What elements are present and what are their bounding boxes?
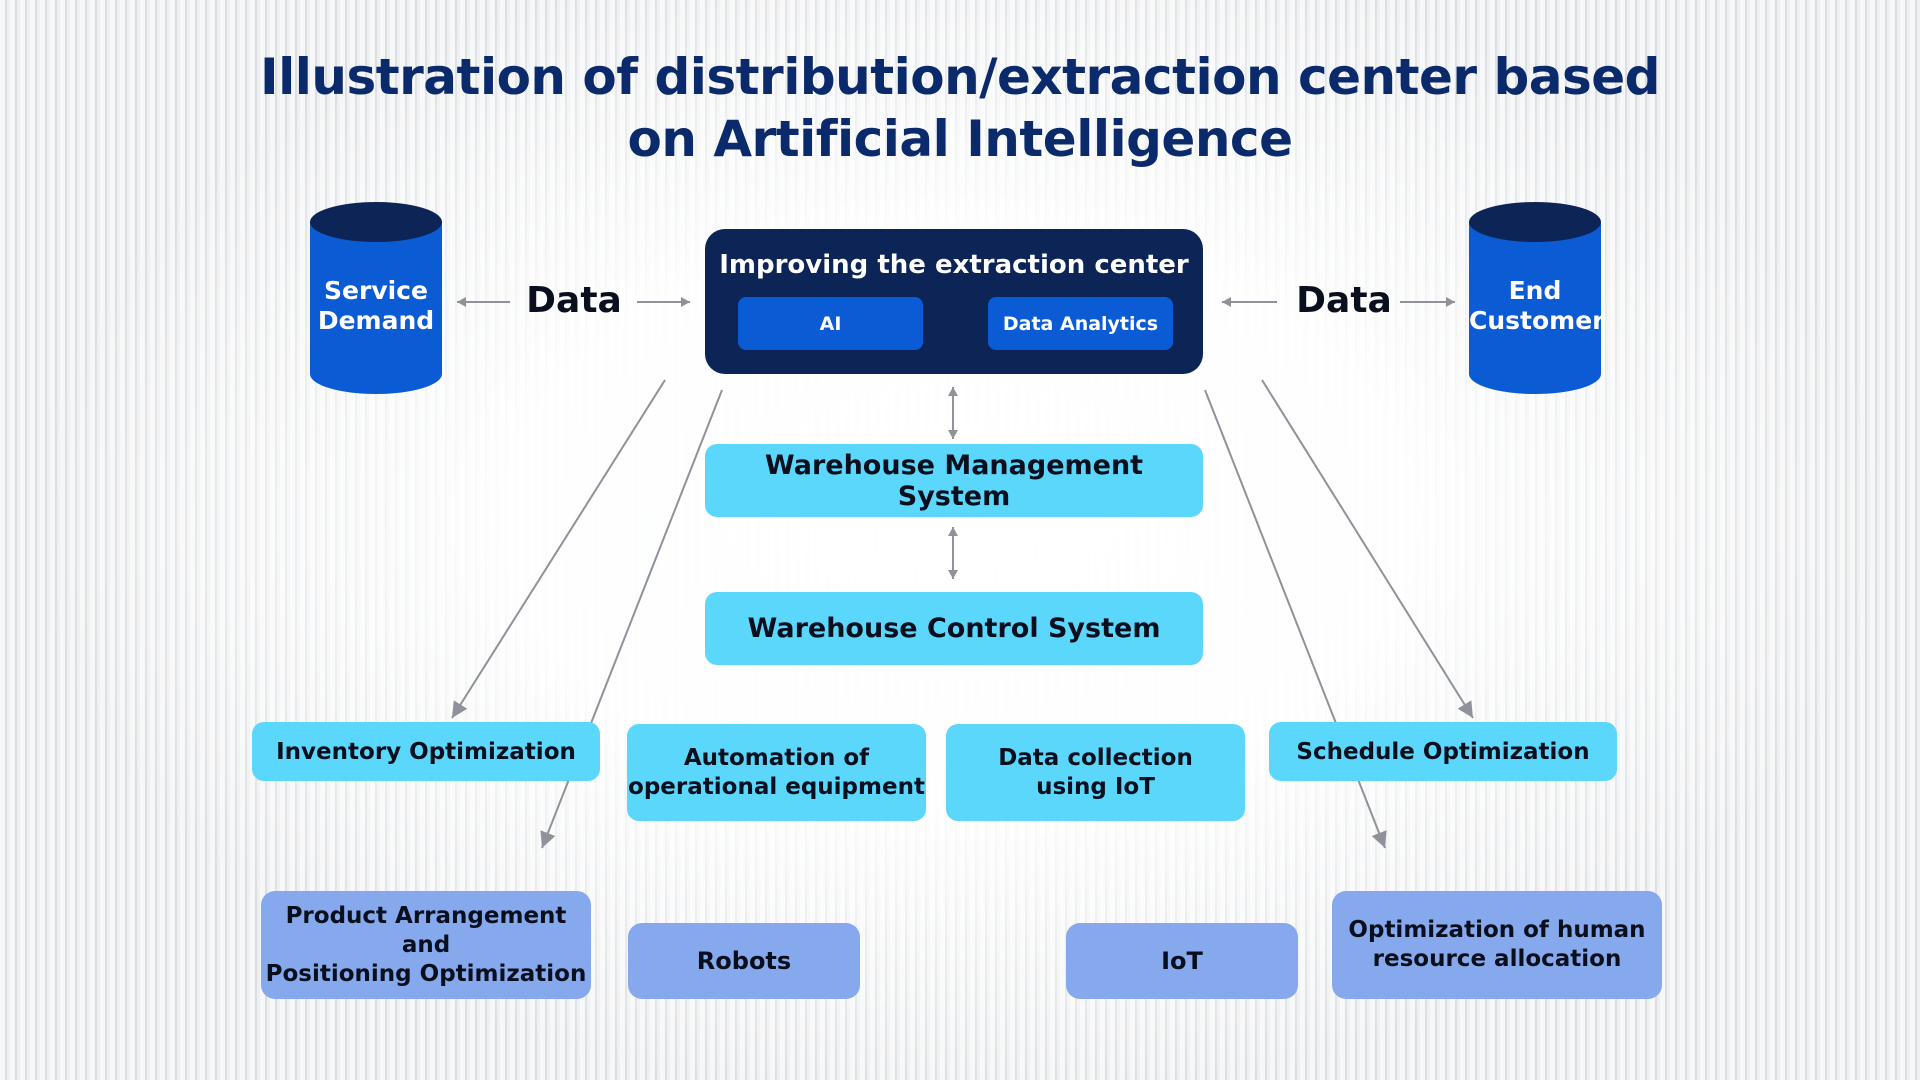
human-resource-allocation-optimization: Optimization of human resource allocatio… bbox=[1332, 891, 1662, 999]
database-cylinder-icon bbox=[1469, 202, 1601, 394]
inventory-optimization: Inventory Optimization bbox=[252, 722, 600, 781]
title-line-2: on Artificial Intelligence bbox=[627, 110, 1293, 168]
extraction-center-title: Improving the extraction center bbox=[719, 250, 1189, 280]
title-line-1: Illustration of distribution/extraction … bbox=[260, 48, 1660, 106]
schedule-optimization: Schedule Optimization bbox=[1269, 722, 1617, 781]
product-arrangement-optimization: Product Arrangement and Positioning Opti… bbox=[261, 891, 591, 999]
service-demand-label: Service Demand bbox=[317, 276, 435, 335]
arrow-to-inventory-optimization bbox=[451, 379, 666, 719]
page-title: Illustration of distribution/extraction … bbox=[160, 46, 1760, 170]
end-customer-label: End Customer bbox=[1469, 276, 1605, 335]
data-flow-label-left: Data bbox=[526, 280, 622, 321]
warehouse-management-system: Warehouse Management System bbox=[705, 444, 1203, 517]
robots: Robots bbox=[628, 923, 860, 999]
arrow-to-schedule-optimization bbox=[1261, 379, 1474, 719]
data-flow-label-right: Data bbox=[1296, 280, 1392, 321]
automation-of-operational-equipment: Automation of operational equipment bbox=[627, 724, 926, 821]
data-collection-using-iot: Data collection using IoT bbox=[946, 724, 1245, 821]
data-analytics-chip: Data Analytics bbox=[988, 297, 1173, 350]
warehouse-control-system: Warehouse Control System bbox=[705, 592, 1203, 665]
service-demand-database: Service Demand bbox=[310, 202, 442, 394]
iot: IoT bbox=[1066, 923, 1298, 999]
end-customer-database: End Customer bbox=[1469, 202, 1605, 394]
extraction-center-box: Improving the extraction center AI Data … bbox=[705, 229, 1203, 374]
ai-chip: AI bbox=[738, 297, 923, 350]
database-cylinder-icon bbox=[310, 202, 442, 394]
